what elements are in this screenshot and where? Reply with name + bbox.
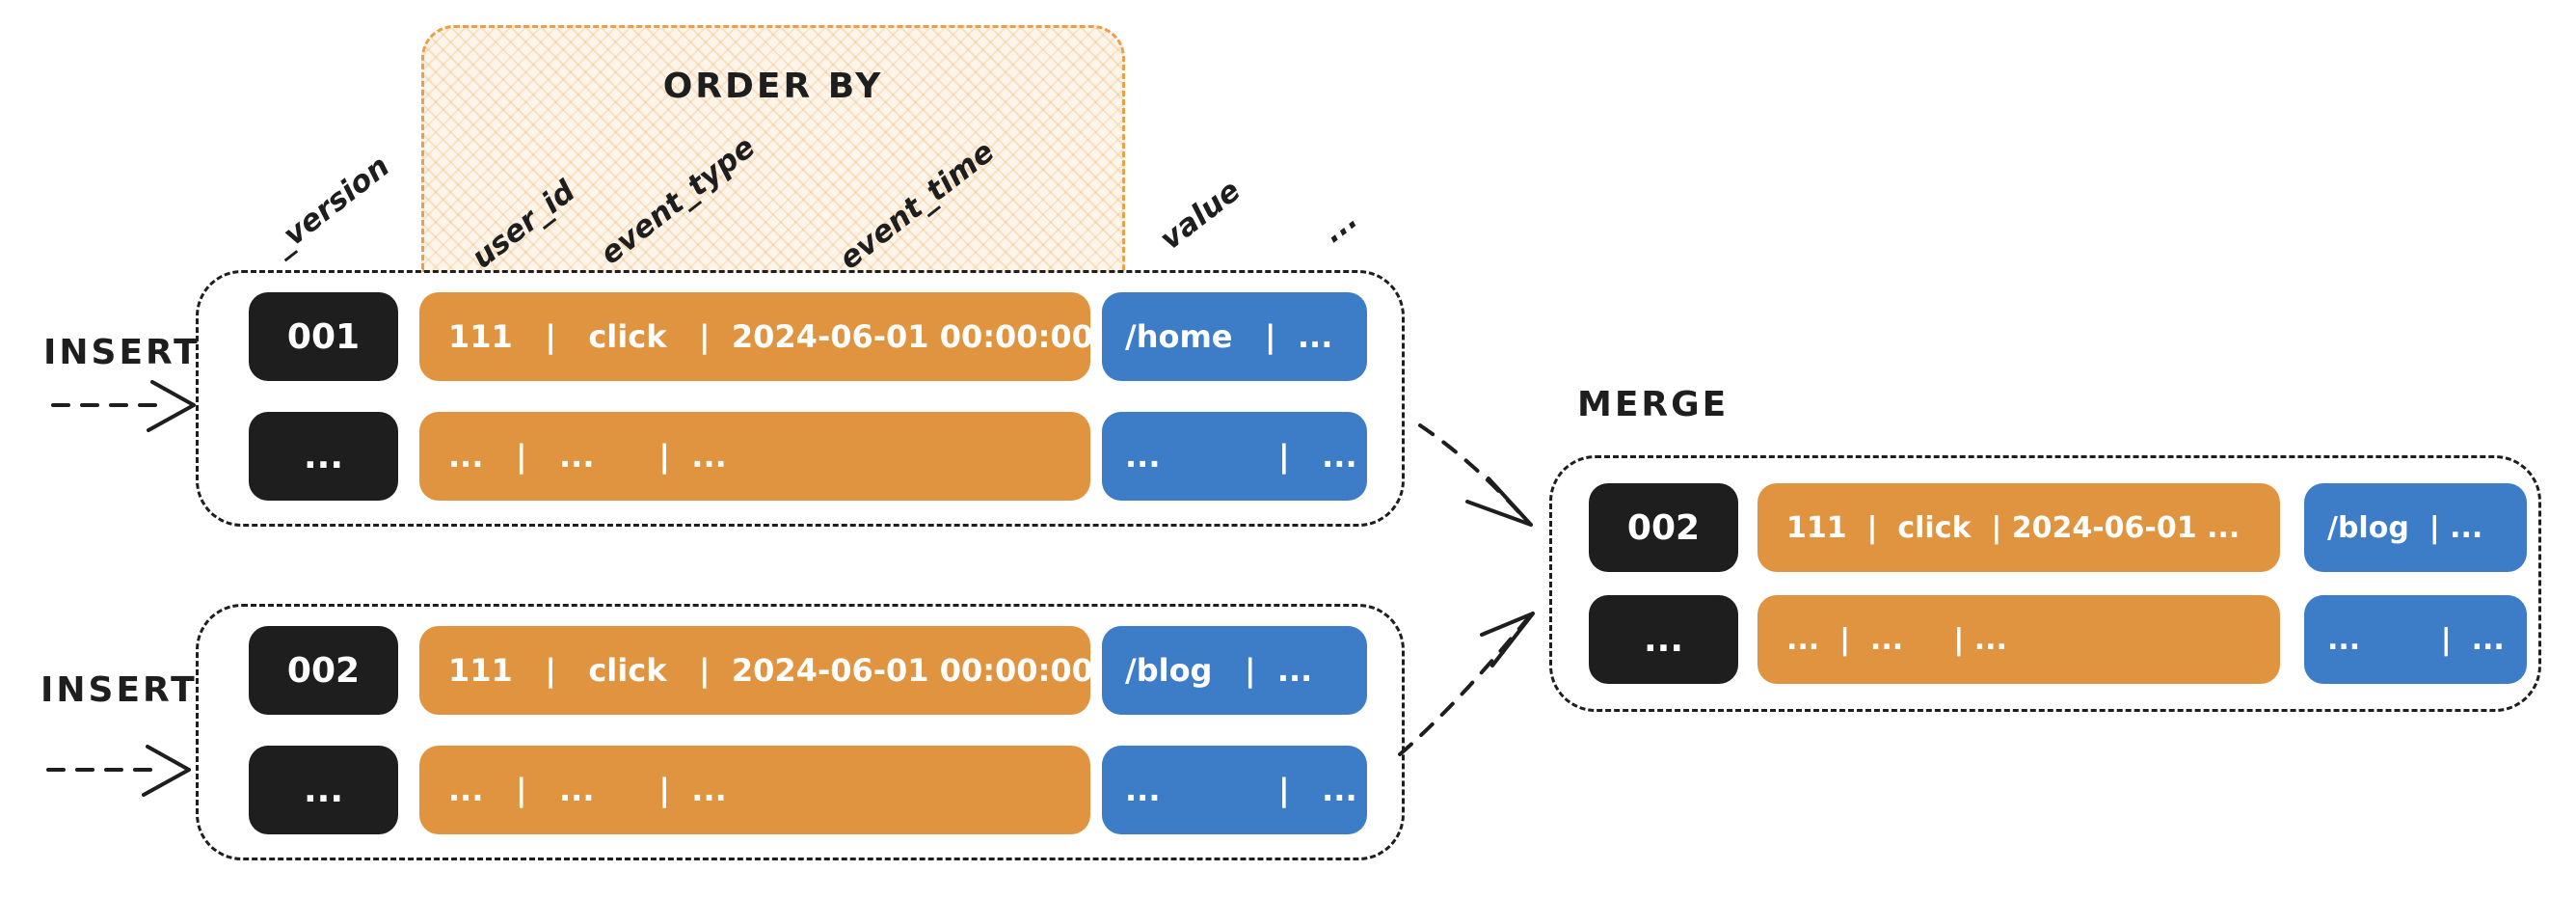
value-cell: /blog | ... [1102,626,1367,715]
value-cell: ... | ... [2304,595,2527,684]
value-text: /home | ... [1125,318,1333,355]
merged-part: 002 111 | click | 2024-06-01 ... /blog |… [1549,455,2541,712]
key-cell: ... | ... | ... [1758,595,2280,684]
key-text: 111 | click | 2024-06-01 ... [1786,510,2241,545]
key-text: ... | ... | ... [1786,622,2007,657]
column-label-version: _version [264,149,397,262]
version-cell: ... [249,412,398,501]
order-by-title: ORDER BY [662,67,884,106]
key-text: ... | ... | ... [448,772,727,808]
version-cell: ... [1589,595,1738,684]
value-cell: /blog | ... [2304,483,2527,572]
version-cell: 002 [249,626,398,715]
value-text: ... | ... [2327,622,2505,657]
order-by-region: ORDER BY [421,25,1125,272]
key-cell: 111 | click | 2024-06-01 ... [1758,483,2280,572]
insert-part-2: 002 111 | click | 2024-06-01 00:00:00 /b… [196,604,1405,860]
version-cell: 001 [249,292,398,381]
insert-arrow-top-icon [51,380,196,432]
version-text: 002 [1626,507,1701,548]
value-text: ... | ... [1125,438,1357,475]
value-cell: ... | ... [1102,746,1367,834]
value-cell: ... | ... [1102,412,1367,501]
version-cell: ... [249,746,398,834]
insert-label-bottom: INSERT [40,670,198,710]
key-text: ... | ... | ... [448,438,727,475]
insert-arrow-bottom-icon [46,745,191,797]
key-cell: ... | ... | ... [419,412,1090,501]
version-text: ... [303,436,344,477]
key-cell: 111 | click | 2024-06-01 00:00:00 [419,292,1093,381]
merge-arrow-bottom-icon [1398,612,1535,756]
version-text: 002 [286,650,361,691]
version-cell: 002 [1589,483,1738,572]
key-text: 111 | click | 2024-06-01 00:00:00 [448,652,1093,689]
version-text: 001 [286,316,361,357]
key-cell: 111 | click | 2024-06-01 00:00:00 [419,626,1093,715]
version-text: ... [303,770,344,810]
value-text: /blog | ... [1125,652,1313,689]
column-label-more: ... [1315,201,1365,251]
value-text: /blog | ... [2327,510,2483,545]
version-text: ... [1643,619,1684,660]
key-cell: ... | ... | ... [419,746,1090,834]
value-cell: /home | ... [1102,292,1367,381]
insert-label-top: INSERT [43,333,201,372]
value-text: ... | ... [1125,772,1357,808]
merge-label: MERGE [1577,385,1730,424]
insert-part-1: 001 111 | click | 2024-06-01 00:00:00 /h… [196,270,1405,527]
key-text: 111 | click | 2024-06-01 00:00:00 [448,318,1093,355]
column-label-value: value [1153,173,1248,258]
merge-arrow-top-icon [1418,423,1533,527]
